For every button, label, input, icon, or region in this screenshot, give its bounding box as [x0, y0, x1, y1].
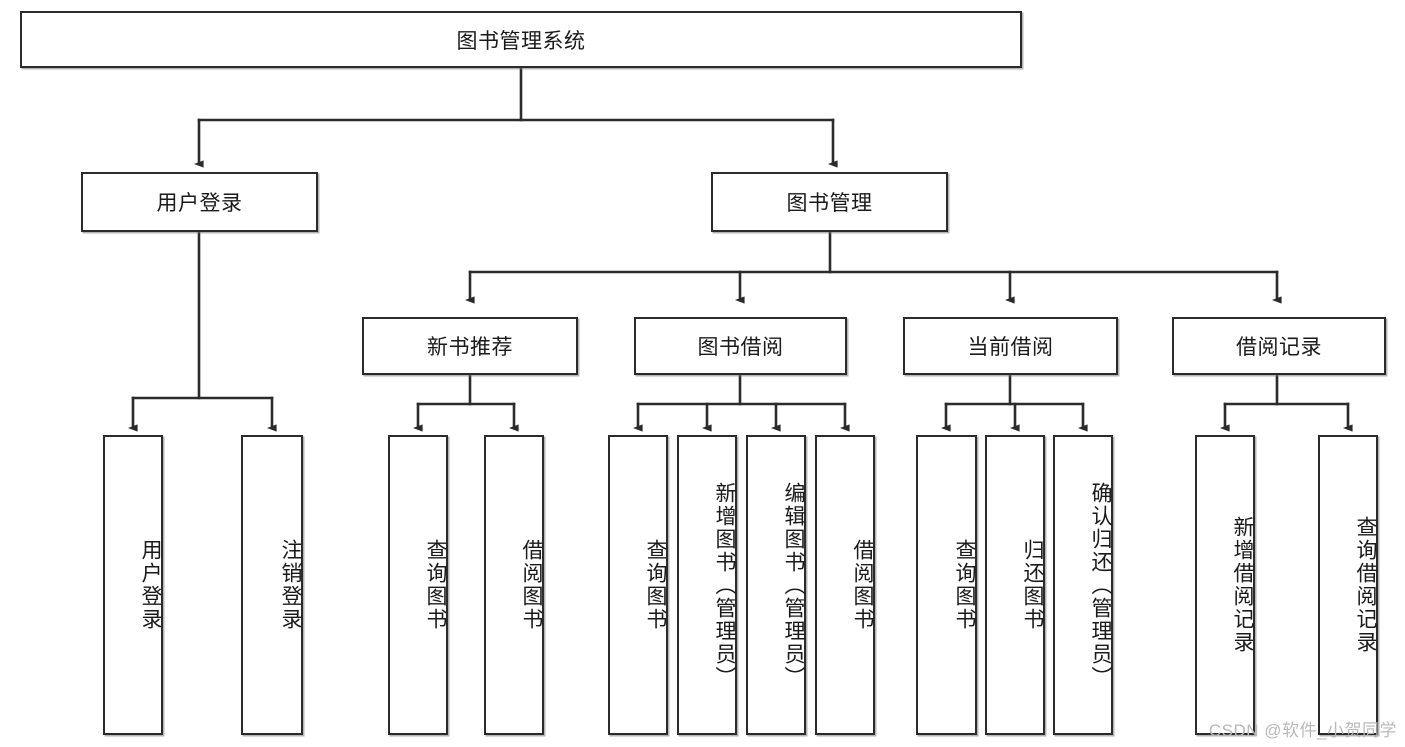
node-label: 图书借阅	[697, 336, 784, 359]
node-leaf-confirm-return[interactable]: 确认归还（管理员）	[1053, 435, 1113, 735]
node-label: 新增图书（管理员）	[713, 481, 736, 689]
node-label: 借阅图书	[520, 539, 543, 631]
node-leaf-edit-book[interactable]: 编辑图书（管理员）	[746, 435, 806, 735]
node-label: 新增借阅记录	[1231, 516, 1254, 654]
node-leaf-add-borrow-record[interactable]: 新增借阅记录	[1195, 435, 1255, 735]
node-leaf-query-book-recommend[interactable]: 查询图书	[388, 435, 448, 735]
node-label: 当前借阅	[967, 336, 1054, 359]
node-leaf-query-book-borrow[interactable]: 查询图书	[608, 435, 668, 735]
node-leaf-return-book[interactable]: 归还图书	[985, 435, 1045, 735]
node-label: 图书管理	[786, 192, 873, 215]
node-leaf-logout-login[interactable]: 注销登录	[241, 435, 303, 735]
node-label: 编辑图书（管理员）	[782, 481, 805, 689]
node-current-borrow[interactable]: 当前借阅	[903, 317, 1118, 375]
node-book-management-system[interactable]: 图书管理系统	[20, 11, 1022, 68]
node-leaf-query-borrow-record[interactable]: 查询借阅记录	[1318, 435, 1378, 735]
node-label: 查询图书	[424, 539, 447, 631]
node-new-book-recommend[interactable]: 新书推荐	[362, 317, 578, 375]
node-label: 借阅记录	[1236, 336, 1322, 359]
node-leaf-add-book[interactable]: 新增图书（管理员）	[677, 435, 737, 735]
node-label: 确认归还（管理员）	[1089, 481, 1112, 689]
node-label: 归还图书	[1021, 539, 1044, 631]
node-label: 借阅图书	[851, 539, 874, 631]
node-borrow-record[interactable]: 借阅记录	[1172, 317, 1386, 375]
node-leaf-borrow-book-recommend[interactable]: 借阅图书	[484, 435, 544, 735]
node-label: 用户登录	[139, 539, 162, 631]
node-leaf-user-login[interactable]: 用户登录	[103, 435, 163, 735]
node-leaf-query-book-current[interactable]: 查询图书	[916, 435, 977, 735]
node-label: 查询借阅记录	[1354, 516, 1377, 654]
node-leaf-borrow-book[interactable]: 借阅图书	[815, 435, 875, 735]
node-user-login[interactable]: 用户登录	[81, 172, 318, 232]
node-label: 新书推荐	[427, 336, 513, 359]
node-label: 查询图书	[953, 539, 976, 631]
node-book-borrow[interactable]: 图书借阅	[634, 317, 847, 375]
csdn-watermark: CSDN @软件_小贺同学	[1208, 721, 1397, 740]
node-label: 图书管理系统	[456, 29, 586, 53]
node-label: 用户登录	[156, 192, 243, 215]
node-book-management[interactable]: 图书管理	[711, 172, 948, 232]
node-label: 注销登录	[279, 539, 302, 631]
node-label: 查询图书	[644, 539, 667, 631]
